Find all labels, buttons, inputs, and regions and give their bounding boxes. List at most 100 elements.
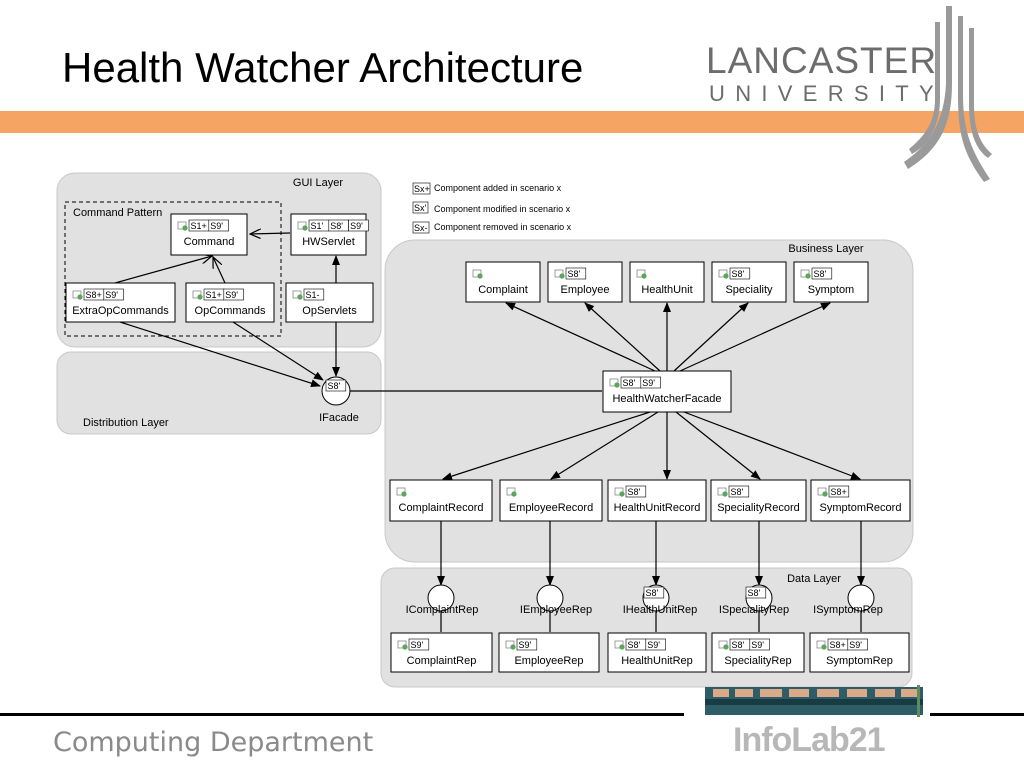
component-speciality[interactable]: S8' Speciality bbox=[711, 261, 787, 303]
scenario-tag-label: S1+ bbox=[191, 221, 207, 231]
component-label: Command bbox=[184, 236, 235, 248]
logo-line-1: LANCASTER bbox=[706, 40, 938, 81]
title-band bbox=[0, 111, 1024, 133]
scenario-tag: S9' bbox=[645, 638, 666, 651]
infolab-logo: InfoLab21 bbox=[733, 721, 886, 759]
component-command[interactable]: S1+S9' Command bbox=[170, 213, 248, 256]
legend-text: Component added in scenario x bbox=[434, 183, 562, 193]
scenario-tag: S1- bbox=[303, 288, 325, 301]
scenario-tag-label: S9' bbox=[647, 640, 660, 650]
component-hwservlet[interactable]: S1'S8'S9'HWServlet bbox=[290, 213, 369, 256]
interface-icomplaintrep[interactable]: IComplaintRep bbox=[406, 584, 479, 616]
scenario-tag-label: S8' bbox=[628, 640, 641, 650]
scenario-tag-label: S8' bbox=[330, 221, 343, 231]
logo-emblem-icon bbox=[904, 6, 992, 182]
component-employee[interactable]: S8'Employee bbox=[547, 261, 623, 303]
scenario-tag-label: S8' bbox=[568, 269, 581, 279]
footer-department: Computing Department bbox=[53, 727, 374, 758]
scenario-tag-label: S1' bbox=[311, 221, 324, 231]
connector bbox=[675, 411, 761, 480]
legend-text: Component removed in scenario x bbox=[434, 222, 572, 232]
component-label: SymptomRecord bbox=[820, 502, 902, 514]
component-icon bbox=[800, 269, 811, 279]
interface-isymptomrep[interactable]: ISymptomRep bbox=[813, 584, 883, 616]
legend-tag: Sx' bbox=[414, 203, 427, 213]
scenario-tag: S9' bbox=[348, 219, 369, 232]
scenario-tag: S9' bbox=[640, 376, 661, 389]
logo-line-2: UNIVERSITY bbox=[709, 81, 945, 106]
scenario-tag: S8+ bbox=[827, 638, 849, 651]
scenario-tag-label: S8' bbox=[814, 269, 827, 279]
scenario-tag-label: S9' bbox=[210, 221, 223, 231]
scenario-tag: S9' bbox=[408, 638, 430, 651]
component-icon bbox=[397, 640, 408, 650]
scenario-tag: S9' bbox=[516, 638, 538, 651]
component-symptom[interactable]: S8'Symptom bbox=[793, 261, 869, 303]
component-label: ExtraOpCommands bbox=[72, 305, 169, 317]
scenario-tag-label: S1+ bbox=[206, 290, 222, 300]
component-complaintrecord[interactable]: ComplaintRecord bbox=[389, 479, 493, 522]
component-symptomrecord[interactable]: S8+ SymptomRecord bbox=[810, 479, 911, 522]
legend-item: Sx- Component removed in scenario x bbox=[412, 221, 572, 234]
component-opservlets[interactable]: S1-OpServlets bbox=[285, 282, 374, 323]
scenario-tag-label: S8' bbox=[732, 269, 745, 279]
legend-item: Sx+ Component added in scenario x bbox=[412, 182, 562, 195]
scenario-tag: S1+ bbox=[188, 219, 210, 232]
component-opcommands[interactable]: S1+S9'OpCommands bbox=[185, 282, 275, 323]
component-healthunit[interactable]: HealthUnit bbox=[629, 261, 705, 303]
footer-divider-left bbox=[0, 713, 684, 716]
interface-ihealthunitrep[interactable]: S8' IHealthUnitRep bbox=[623, 584, 698, 616]
connector bbox=[673, 302, 749, 372]
component-icon bbox=[505, 640, 516, 650]
component-specialityrecord[interactable]: S8'SpecialityRecord bbox=[710, 479, 807, 522]
interface-iemployeerep[interactable]: IEmployeeRep bbox=[520, 584, 592, 616]
interface-label: IEmployeeRep bbox=[520, 604, 592, 616]
gui-layer-label: GUI Layer bbox=[293, 177, 343, 189]
scenario-tag: S9' bbox=[749, 638, 770, 651]
legend-tag: Sx+ bbox=[414, 184, 430, 194]
scenario-tag: S8' bbox=[729, 267, 751, 280]
component-complaintrep[interactable]: S9'ComplaintRep bbox=[390, 632, 493, 673]
data-layer-label: Data Layer bbox=[787, 573, 841, 585]
component-employeerecord[interactable]: EmployeeRecord bbox=[499, 479, 603, 522]
component-healthunitrep[interactable]: S8' S9' HealthUnitRep bbox=[607, 632, 707, 673]
scenario-tag-label: S8' bbox=[646, 588, 659, 598]
component-employeerep[interactable]: S9'EmployeeRep bbox=[498, 632, 600, 673]
connector bbox=[584, 302, 661, 372]
component-icon bbox=[614, 640, 625, 650]
interface-label: ISymptomRep bbox=[813, 604, 883, 616]
connector bbox=[550, 411, 659, 480]
scenario-tag: S8' bbox=[328, 219, 349, 232]
component-specialityrep[interactable]: S8'S9'SpecialityRep bbox=[711, 632, 805, 673]
component-extraopcommands[interactable]: S8+S9'ExtraOpCommands bbox=[65, 282, 176, 323]
connector bbox=[232, 321, 324, 381]
connector bbox=[114, 256, 212, 284]
interface-label: IHealthUnitRep bbox=[623, 604, 698, 616]
component-symptomrep[interactable]: S8+S9'SymptomRep bbox=[809, 632, 910, 673]
business-layer-label: Business Layer bbox=[788, 243, 864, 255]
interface-ifacade[interactable]: S8'IFacade bbox=[319, 376, 359, 424]
component-label: HealthUnitRep bbox=[621, 655, 693, 667]
scenario-tag: S9' bbox=[208, 219, 229, 232]
component-label: Speciality bbox=[725, 284, 773, 296]
component-healthunitrecord[interactable]: S8'HealthUnitRecord bbox=[607, 479, 707, 522]
scenario-tag-label: S8' bbox=[623, 378, 636, 388]
component-complaint[interactable]: Complaint bbox=[465, 261, 541, 303]
component-label: ComplaintRecord bbox=[399, 502, 484, 514]
scenario-tag: S8+ bbox=[828, 485, 850, 498]
component-icon bbox=[718, 269, 729, 279]
interface-ispecialityrep[interactable]: S8'ISpecialityRep bbox=[719, 584, 789, 616]
connector bbox=[213, 257, 226, 284]
component-icon bbox=[609, 378, 620, 388]
scenario-tag-label: S9' bbox=[642, 378, 655, 388]
component-facade[interactable]: S8'S9'HealthWatcherFacade bbox=[602, 370, 732, 413]
scenario-tag-label: S8+ bbox=[831, 487, 847, 497]
scenario-tag-label: S8+ bbox=[86, 290, 102, 300]
legend-item: Sx' Component modified in scenario x bbox=[412, 201, 571, 214]
interface-label: IFacade bbox=[319, 412, 359, 424]
scenario-tag-label: S8+ bbox=[830, 640, 846, 650]
component-label: SymptomRep bbox=[826, 655, 893, 667]
component-label: HealthUnit bbox=[641, 284, 692, 296]
scenario-tag: S8' bbox=[625, 485, 647, 498]
component-icon bbox=[816, 640, 827, 650]
